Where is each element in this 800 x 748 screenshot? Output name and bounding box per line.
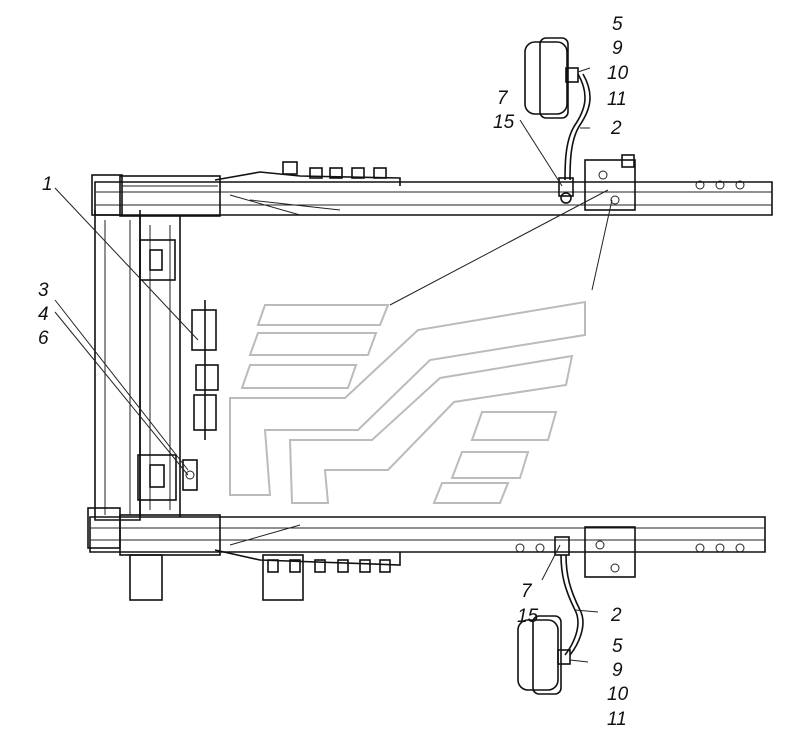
callout-top-9: 9 [612, 38, 623, 59]
callout-6: 6 [38, 328, 49, 349]
callout-bottom-10: 10 [607, 684, 629, 705]
leader-lines [54, 67, 613, 663]
callout-bottom-5: 5 [612, 636, 623, 657]
chassis-frame [87, 154, 773, 601]
callout-3: 3 [38, 280, 49, 301]
callouts: 5 9 10 11 7 15 2 1 3 4 6 7 15 2 5 9 10 1… [38, 14, 629, 730]
callout-top-7: 7 [497, 88, 509, 109]
callout-1: 1 [42, 174, 53, 195]
callout-bottom-15: 15 [517, 606, 539, 627]
callout-top-10: 10 [607, 63, 629, 84]
brake-chamber-top [524, 37, 591, 204]
callout-top-11: 11 [607, 89, 627, 110]
callout-top-2: 2 [610, 118, 622, 139]
callout-top-5: 5 [612, 14, 623, 35]
callout-bottom-9: 9 [612, 660, 623, 681]
callout-bottom-11: 11 [607, 709, 627, 730]
callout-bottom-2: 2 [610, 605, 622, 626]
callout-bottom-7: 7 [521, 581, 533, 602]
callout-4: 4 [38, 304, 49, 325]
callout-top-15: 15 [493, 112, 515, 133]
watermark-logo [229, 300, 586, 504]
